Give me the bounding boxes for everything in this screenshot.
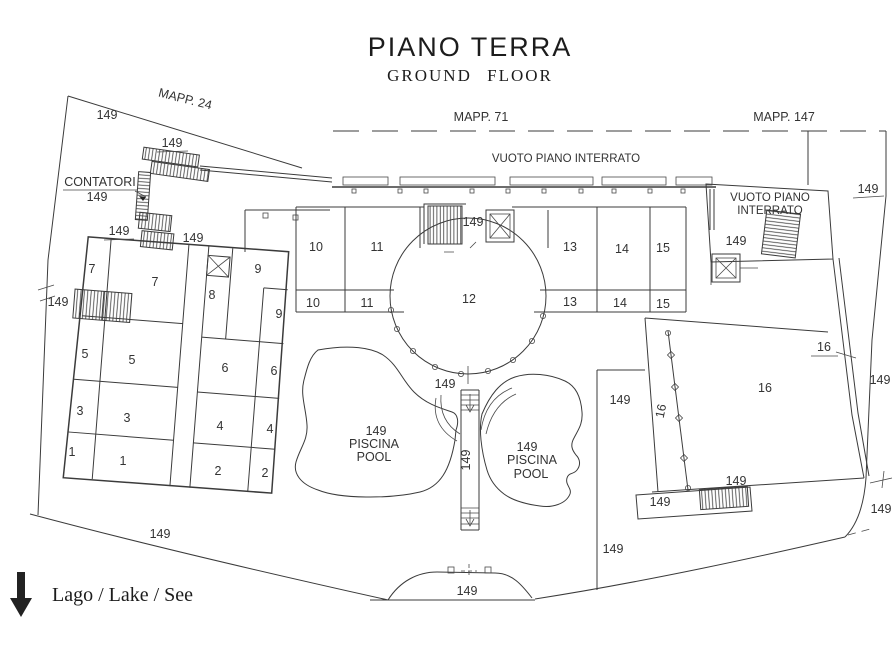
pools (294, 346, 583, 531)
room-label-3: 3 (124, 411, 131, 425)
parcel-label: 149 (726, 234, 747, 248)
stairs-left-block-lower (139, 230, 175, 251)
room-label-6: 6 (271, 364, 278, 378)
plan-title: PIANO TERRA (368, 32, 573, 62)
parcel-label: 149 (435, 377, 456, 391)
room-label-1: 1 (69, 445, 76, 459)
parcel-label: 149 (97, 108, 118, 122)
room-label-5: 5 (129, 353, 136, 367)
rotunda-columns (387, 306, 547, 377)
room-label-2: 2 (215, 464, 222, 478)
pool-left-piscina: PISCINA (349, 437, 400, 451)
room-label-14: 14 (613, 296, 627, 310)
room-label-13: 13 (563, 240, 577, 254)
room-label-10: 10 (306, 296, 320, 310)
room-label-4: 4 (267, 422, 274, 436)
room-label-1: 1 (120, 454, 127, 468)
pool-right-parcel: 149 (517, 440, 538, 454)
central-building (295, 176, 716, 384)
pool-right-piscina: PISCINA (507, 453, 558, 467)
parcel-label: 149 (48, 295, 69, 309)
parcel-label: 149 (726, 474, 747, 488)
site-boundaries (29, 95, 893, 601)
room-label-14: 14 (615, 242, 629, 256)
room-label-4: 4 (217, 419, 224, 433)
labels: PIANO TERRA GROUND FLOOR MAPP. 24 MAPP. … (48, 32, 892, 606)
room-label-5: 5 (82, 347, 89, 361)
stairs-central (427, 205, 463, 245)
pool-left-pool: POOL (357, 450, 392, 464)
facade-posts (351, 188, 686, 194)
stairs-left-block-upper (137, 211, 173, 233)
top-left-annex (63, 146, 333, 252)
room-label-15: 15 (656, 297, 670, 311)
room-label-2: 2 (262, 466, 269, 480)
parcel-label: 149 (162, 136, 183, 150)
parcel-label: 149 (610, 393, 631, 407)
room-label-9: 9 (276, 307, 283, 321)
room-label-15: 15 (656, 241, 670, 255)
contatori-label: CONTATORI (64, 175, 136, 189)
room-label-11: 11 (371, 240, 384, 254)
building-16 (596, 257, 870, 590)
mapp-24-label: MAPP. 24 (157, 86, 213, 113)
room-label-13: 13 (563, 295, 577, 309)
parcel-label: 149 (858, 182, 879, 196)
parcel-label: 149 (870, 373, 891, 387)
room-label-12: 12 (462, 292, 476, 306)
pool-right-outline (479, 373, 583, 507)
room-label-3: 3 (77, 404, 84, 418)
room-label-10: 10 (309, 240, 323, 254)
stairs-top-left-lower (149, 160, 211, 183)
parcel-label: 149 (871, 502, 892, 516)
parcel-label: 149 (87, 190, 108, 204)
mapp-147-label: MAPP. 147 (753, 110, 815, 124)
vuoto-center-label: VUOTO PIANO INTERRATO (492, 153, 640, 165)
room-label-6: 6 (222, 361, 229, 375)
room-label-7: 7 (89, 262, 96, 276)
mapp-71-label: MAPP. 71 (454, 110, 509, 124)
right-annex (705, 183, 834, 285)
parcel-label: 149 (183, 231, 204, 245)
plan-subtitle: GROUND FLOOR (387, 66, 553, 85)
elevator-central (485, 209, 515, 243)
room-label-16: 16 (758, 381, 772, 395)
parcel-label: 149 (650, 495, 671, 509)
pool-left-parcel: 149 (366, 424, 387, 438)
vuoto-right-label-2: INTERRATO (737, 205, 802, 217)
lake-label: Lago / Lake / See (52, 584, 193, 606)
vuoto-right-label-1: VUOTO PIANO (730, 192, 810, 204)
pool-right-pool: POOL (514, 467, 549, 481)
stairs-building-16 (698, 485, 750, 511)
room-label-9: 9 (255, 262, 262, 276)
lake-direction-arrow-icon (10, 572, 32, 617)
room-label-11: 11 (361, 296, 374, 310)
room-label-8: 8 (209, 288, 216, 302)
pool-left-outline (294, 346, 459, 498)
parcel-label: 149 (150, 527, 171, 541)
room-label-16-callout: 16 (817, 340, 831, 354)
elevator-left-building (206, 254, 231, 278)
parcel-label-bridge: 149 (459, 450, 473, 471)
parcel-label: 149 (109, 224, 130, 238)
parcel-label: 149 (463, 215, 484, 229)
room-label-16: 16 (653, 403, 670, 420)
pool-bridge (460, 389, 480, 531)
column-markers-16 (665, 329, 692, 491)
parcel-label: 149 (457, 584, 478, 598)
room-label-7: 7 (152, 275, 159, 289)
stairs-right-annex (760, 209, 802, 259)
parcel-label: 149 (603, 542, 624, 556)
left-building (62, 236, 290, 494)
stairs-top-left-upper (141, 146, 200, 168)
